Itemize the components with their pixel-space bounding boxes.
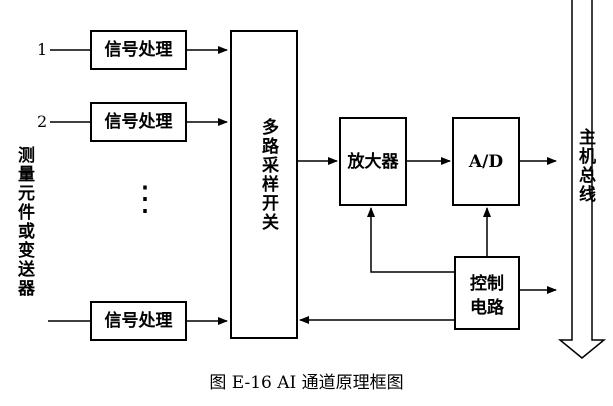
host-bus-arrow [557, 0, 607, 359]
host-bus-label: 主机总线 [575, 128, 595, 204]
figure-caption: 图 E-16 AI 通道原理框图 [209, 373, 404, 393]
control-circuit-block: 控制 电路 [454, 256, 520, 330]
arrow-ctrl-amp [367, 207, 454, 273]
ellipsis: ⋮ [128, 179, 162, 219]
signal-processing-label: 信号处理 [104, 311, 173, 331]
signal-processing-block-1: 信号处理 [90, 30, 187, 70]
amplifier-label: 放大器 [347, 151, 399, 172]
control-circuit-line2: 电路 [470, 298, 504, 318]
adc-block: A/D [452, 117, 520, 206]
signal-processing-block-2: 信号处理 [90, 102, 187, 142]
amplifier-block: 放大器 [339, 117, 407, 206]
adc-label: A/D [468, 151, 504, 172]
multiplexer-block: 多路采样开关 [230, 30, 298, 339]
sensor-label: 测量元件或变送器 [14, 146, 34, 298]
signal-processing-block-n: 信号处理 [90, 301, 187, 341]
signal-processing-label: 信号处理 [104, 112, 173, 132]
signal-processing-label: 信号处理 [104, 40, 173, 60]
control-circuit-line1: 控制 [470, 274, 504, 294]
multiplexer-label: 多路采样开关 [258, 118, 278, 232]
input-number-1: 1 [37, 40, 48, 59]
input-number-2: 2 [37, 112, 48, 131]
control-circuit-label: 控制 电路 [456, 272, 518, 320]
